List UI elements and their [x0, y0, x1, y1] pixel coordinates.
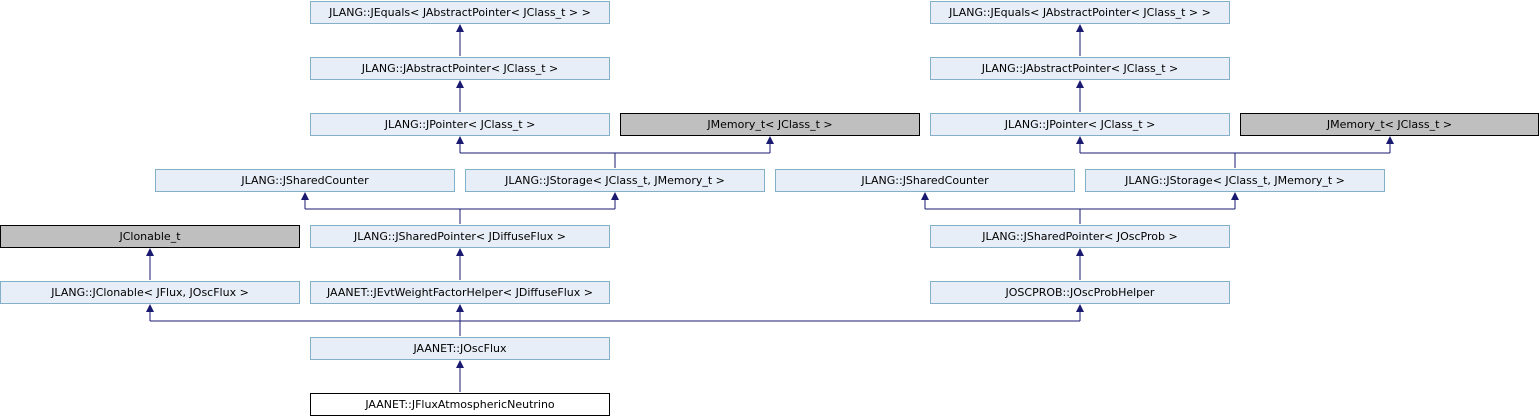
- node-jstorage-left[interactable]: JLANG::JStorage< JClass_t, JMemory_t >: [465, 169, 765, 192]
- node-jmemory-right: JMemory_t< JClass_t >: [1240, 113, 1539, 136]
- node-jabstractpointer-left[interactable]: JLANG::JAbstractPointer< JClass_t >: [310, 57, 610, 80]
- node-jsharedcounter-left[interactable]: JLANG::JSharedCounter: [155, 169, 455, 192]
- node-jclonable-t: JClonable_t: [0, 225, 300, 248]
- node-jfluxatmosphericneutrino: JAANET::JFluxAtmosphericNeutrino: [310, 393, 610, 416]
- node-jsharedcounter-right[interactable]: JLANG::JSharedCounter: [775, 169, 1075, 192]
- node-jsharedpointer-oscprob[interactable]: JLANG::JSharedPointer< JOscProb >: [930, 225, 1230, 248]
- node-jequals-right[interactable]: JLANG::JEquals< JAbstractPointer< JClass…: [930, 1, 1230, 24]
- node-joscflux[interactable]: JAANET::JOscFlux: [310, 337, 610, 360]
- node-jpointer-right[interactable]: JLANG::JPointer< JClass_t >: [930, 113, 1230, 136]
- node-jmemory-left: JMemory_t< JClass_t >: [620, 113, 920, 136]
- node-jequals-left[interactable]: JLANG::JEquals< JAbstractPointer< JClass…: [310, 1, 610, 24]
- node-jclonable[interactable]: JLANG::JClonable< JFlux, JOscFlux >: [0, 281, 300, 304]
- node-jpointer-left[interactable]: JLANG::JPointer< JClass_t >: [310, 113, 610, 136]
- node-joscprobhelper[interactable]: JOSCPROB::JOscProbHelper: [930, 281, 1230, 304]
- node-jabstractpointer-right[interactable]: JLANG::JAbstractPointer< JClass_t >: [930, 57, 1230, 80]
- node-jevtweightfactorhelper[interactable]: JAANET::JEvtWeightFactorHelper< JDiffuse…: [310, 281, 610, 304]
- node-jstorage-right[interactable]: JLANG::JStorage< JClass_t, JMemory_t >: [1085, 169, 1385, 192]
- node-jsharedpointer-diffuse[interactable]: JLANG::JSharedPointer< JDiffuseFlux >: [310, 225, 610, 248]
